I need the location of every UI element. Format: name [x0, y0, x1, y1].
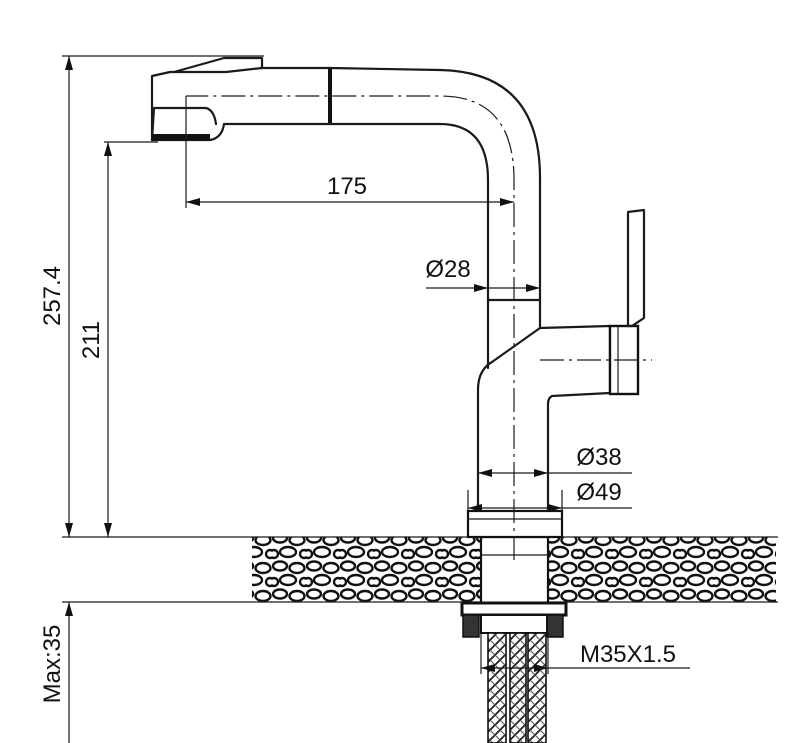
dimension-lines — [62, 55, 690, 743]
spout — [150, 56, 542, 302]
base-escutcheon — [466, 509, 564, 539]
hose-right — [527, 632, 547, 743]
shank-collar — [480, 614, 548, 634]
spout-diameter-label: Ø28 — [425, 256, 470, 283]
base-diameter-label: Ø49 — [576, 479, 621, 506]
total-height-label: 257.4 — [39, 266, 66, 326]
spray-head-nozzle — [152, 134, 210, 140]
lever-handle — [608, 208, 646, 396]
spray-head — [150, 66, 332, 142]
countertop-left-section — [252, 537, 480, 602]
handle-lever — [626, 208, 646, 328]
spout-height-label: 211 — [78, 321, 105, 359]
spray-head-detail — [150, 56, 264, 142]
dimension-labels: 257.4 211 Max:35 175 Ø28 Ø38 Ø49 M35X1.5 — [39, 173, 676, 703]
mounting-shank — [460, 535, 568, 743]
spout-arc-inner — [328, 122, 490, 302]
spout-arc-outer — [328, 66, 542, 302]
hose-left — [487, 632, 507, 743]
countertop-right-section — [548, 537, 776, 602]
center-lines — [186, 95, 652, 560]
mounting-nut-left — [462, 614, 480, 638]
max-deck-thickness-label: Max:35 — [39, 625, 66, 704]
hose-center — [509, 632, 527, 743]
mounting-nut-right — [546, 614, 564, 638]
reach-label: 175 — [327, 173, 367, 200]
thread-label: M35X1.5 — [580, 641, 676, 668]
countertop — [62, 536, 778, 603]
mounting-plate — [460, 601, 568, 617]
body-diameter-label: Ø38 — [576, 444, 621, 471]
